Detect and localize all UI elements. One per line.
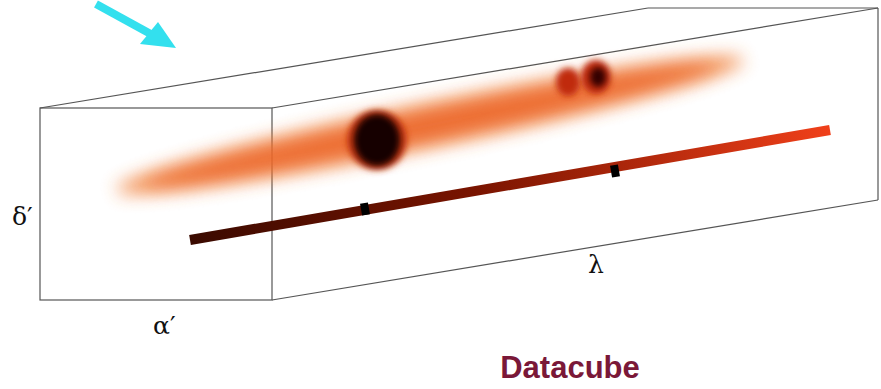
light-arrow: [96, 4, 176, 48]
axis-label: δ′: [12, 204, 33, 229]
axis-label: α′: [153, 313, 176, 338]
axis-label: λ: [588, 252, 604, 277]
spectrum-band: [112, 39, 748, 212]
line-spectrum: [190, 130, 830, 240]
cube-outline: [40, 8, 878, 300]
figure-caption: Datacube: [500, 352, 640, 383]
